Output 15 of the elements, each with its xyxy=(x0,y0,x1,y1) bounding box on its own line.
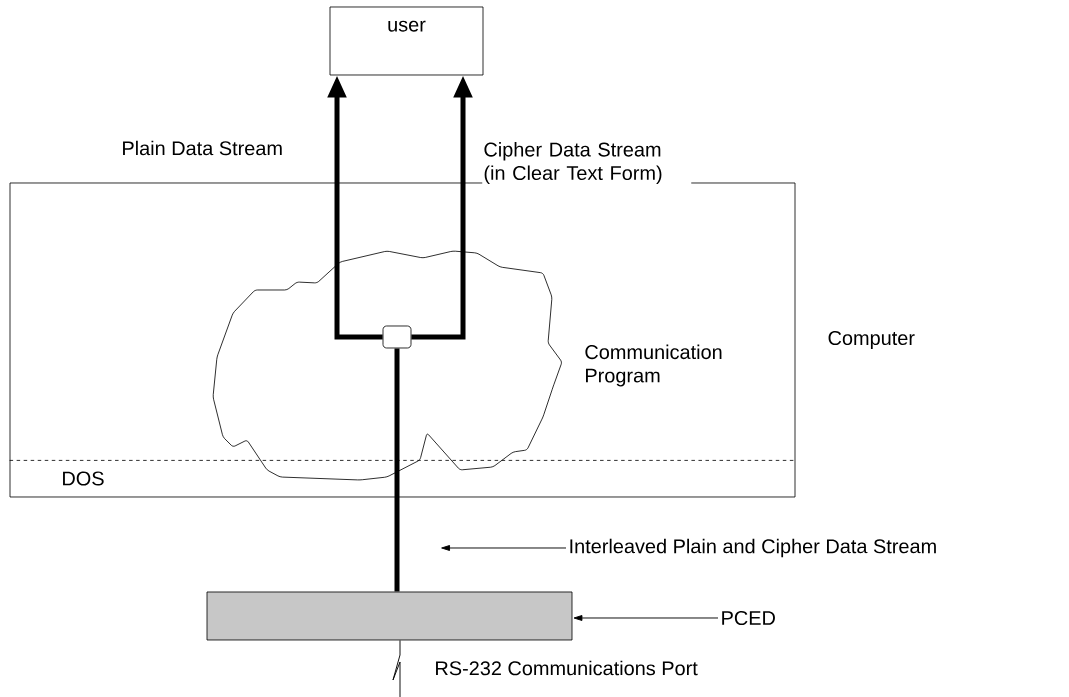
edge-label: Cipher Data Stream (in Clear Text Form) xyxy=(482,140,692,186)
device-label: PCED xyxy=(722,610,775,626)
edge-label: RS-232 Communications Port xyxy=(433,659,700,677)
edge-label: Plain Data Stream xyxy=(120,139,285,157)
leader-line xyxy=(441,545,567,551)
node-label: Computer xyxy=(828,330,915,350)
connector-line xyxy=(392,639,401,697)
switch-box xyxy=(382,325,412,349)
node-label: Communication Program xyxy=(585,344,722,387)
port-bar xyxy=(206,591,573,641)
stream-label: Interleaved Plain and Cipher Data Stream xyxy=(570,538,936,558)
user-box: user xyxy=(329,6,484,76)
leader-line xyxy=(573,615,719,621)
layer-label: DOS xyxy=(63,471,104,486)
connector-line xyxy=(394,348,400,592)
